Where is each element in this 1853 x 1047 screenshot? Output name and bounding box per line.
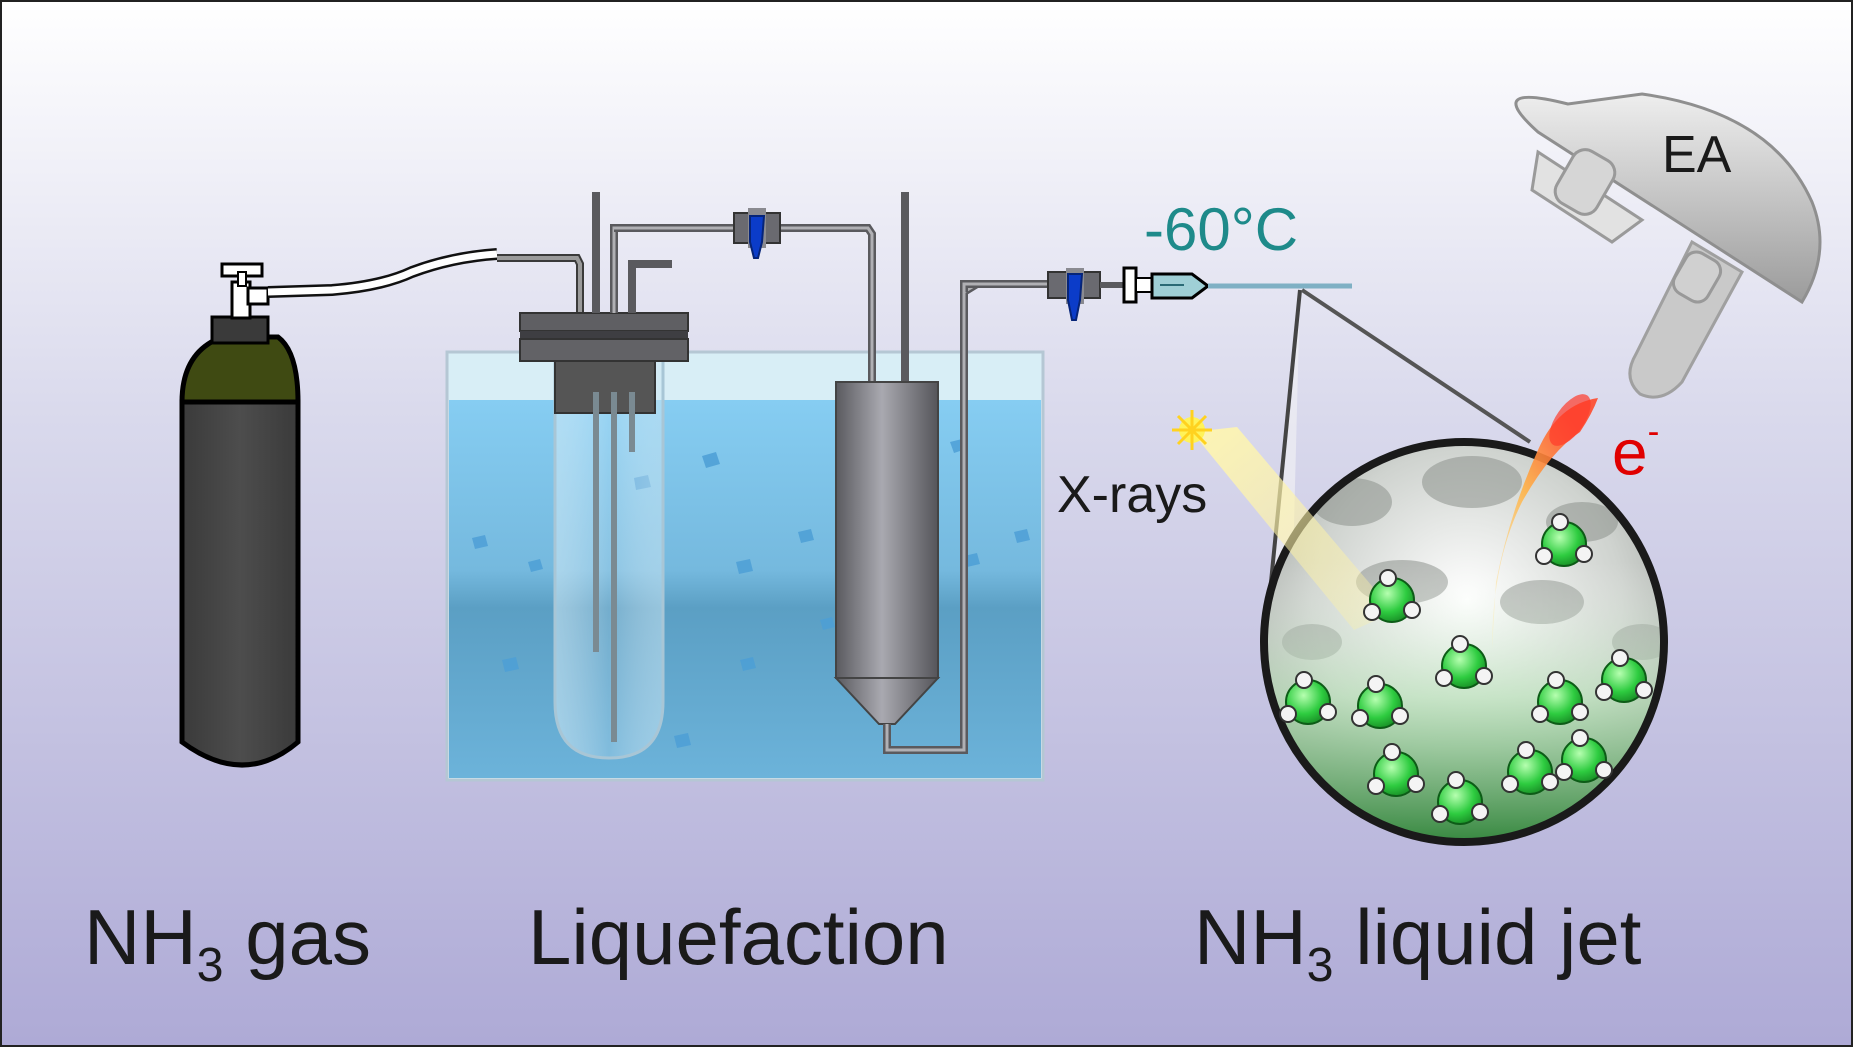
electron-symbol: e xyxy=(1612,416,1648,489)
cooling-bath xyxy=(445,350,1045,782)
valve-icon xyxy=(1047,268,1101,321)
cold-trap-icon xyxy=(833,192,980,754)
ammonia-molecule xyxy=(1501,741,1559,795)
gas-label: NH3 gas xyxy=(84,892,371,993)
photoelectron-plume xyxy=(1492,398,1598,650)
jet-label-text: liquid jet xyxy=(1333,893,1642,981)
gas-cylinder-icon xyxy=(179,248,498,768)
ammonia-molecule xyxy=(1435,635,1493,689)
ammonia-molecule xyxy=(1535,513,1593,567)
temperature-label: -60°C xyxy=(1144,196,1299,263)
jet-label-formula: NH xyxy=(1194,893,1307,981)
xray-source-icon xyxy=(1172,410,1394,630)
electron-analyzer-icon xyxy=(1514,92,1822,399)
jet-label-subscript: 3 xyxy=(1306,937,1334,992)
ammonia-molecule xyxy=(1367,743,1425,797)
electron-charge: - xyxy=(1647,412,1660,451)
electron-label: e- xyxy=(1612,412,1659,490)
ammonia-molecule xyxy=(1595,649,1653,703)
ammonia-molecule xyxy=(1351,675,1409,729)
ammonia-molecules xyxy=(1279,513,1653,825)
ammonia-molecule xyxy=(1555,729,1613,783)
ammonia-molecule xyxy=(1363,569,1421,623)
nozzle-icon xyxy=(1122,266,1211,304)
analyzer-label: EA xyxy=(1662,126,1732,184)
ammonia-molecule xyxy=(1431,771,1489,825)
gas-label-subscript: 3 xyxy=(196,937,224,992)
jet-label: NH3 liquid jet xyxy=(1194,892,1641,993)
gas-label-text: gas xyxy=(223,893,372,981)
valve-icon xyxy=(733,208,781,259)
gas-label-formula: NH xyxy=(84,893,197,981)
liquefaction-label: Liquefaction xyxy=(528,893,949,981)
xrays-label: X-rays xyxy=(1057,466,1208,524)
ammonia-molecule xyxy=(1531,671,1589,725)
ammonia-molecule xyxy=(1279,671,1337,725)
